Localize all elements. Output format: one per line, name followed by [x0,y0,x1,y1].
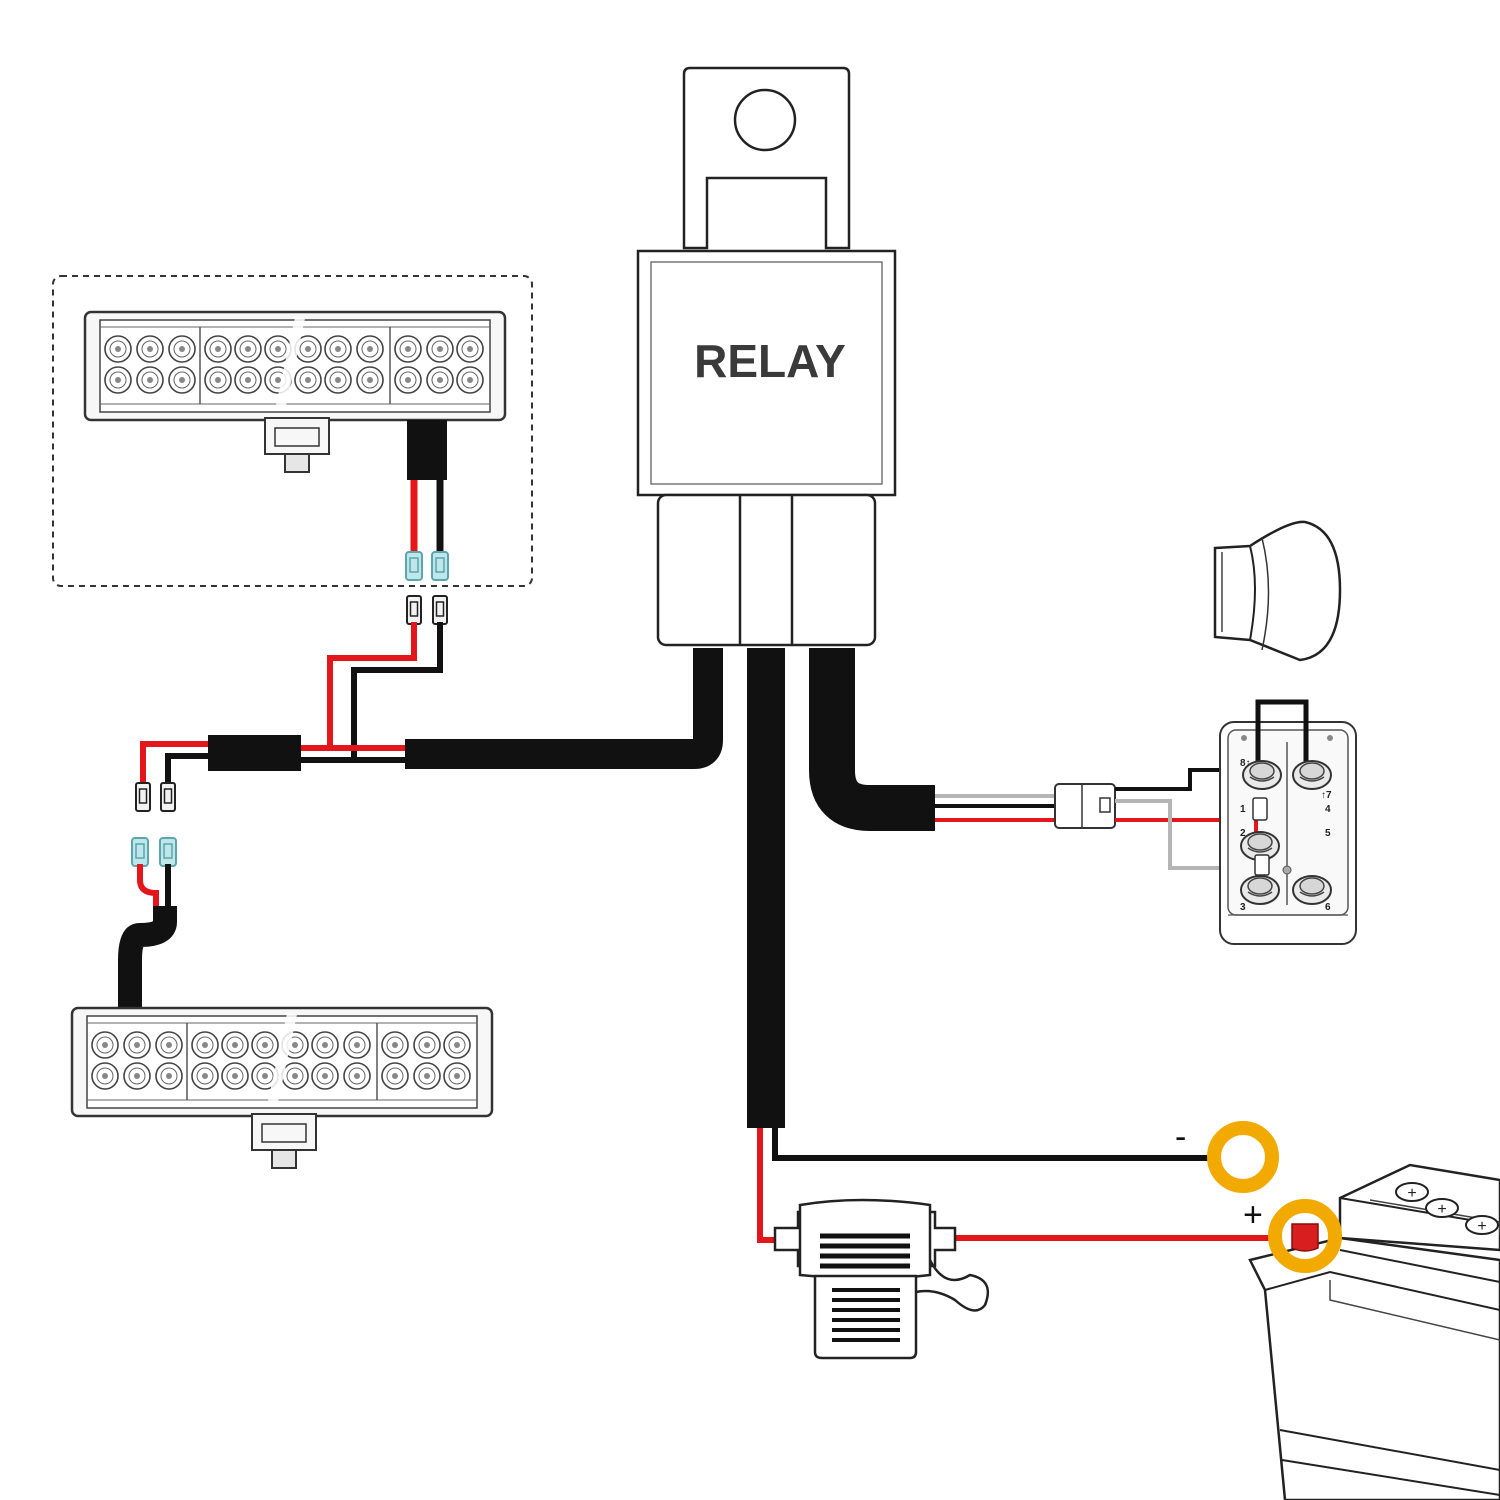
pin-label-4: 4 [1325,804,1331,815]
pin-label-8: 8↑ [1240,758,1251,769]
harness-cable-left [405,648,723,769]
pin-label-5: 5 [1325,828,1331,839]
switch-terminal-6[interactable] [1292,875,1332,905]
harness-splitter [140,735,405,790]
connector-female-bottom[interactable] [131,837,177,867]
pin-label-7: ↑7 [1321,790,1332,801]
negative-terminal-ring[interactable] [1207,1121,1279,1193]
svg-text:+: + [1477,1218,1486,1235]
fuse-holder[interactable] [773,1198,990,1360]
positive-label: + [1243,1196,1263,1234]
battery: + + + [1248,1163,1500,1500]
pin-label-3: 3 [1240,902,1246,913]
switch-spade-2 [1254,854,1270,876]
dashed-frame [52,275,533,587]
connector-male-top[interactable] [406,595,448,625]
relay[interactable]: RELAY [636,66,897,647]
switch-terminal-7[interactable] [1292,760,1332,790]
harness-cable-switch [809,648,935,831]
connector-female-top[interactable] [405,551,449,581]
svg-text:+: + [1407,1185,1416,1202]
pin-label-1: 1 [1240,804,1246,815]
negative-label: - [1175,1118,1186,1156]
light-bar-bottom [70,1006,494,1169]
jumper-wire [1255,699,1309,770]
rocker-switch[interactable] [1213,520,1342,662]
inline-connector[interactable] [1054,783,1116,829]
connector-male-left[interactable] [135,782,176,812]
svg-text:+: + [1437,1201,1446,1218]
relay-label: RELAY [694,335,846,387]
switch-terminal-3[interactable] [1240,875,1280,905]
relay-mount-hole [733,88,797,152]
positive-terminal-ring[interactable] [1268,1199,1342,1273]
pin-label-6: 6 [1325,902,1331,913]
pin-label-2: 2 [1240,828,1246,839]
negative-wire [772,1128,1210,1161]
switch-spade-1 [1252,797,1268,821]
light-bar-top [52,275,533,587]
